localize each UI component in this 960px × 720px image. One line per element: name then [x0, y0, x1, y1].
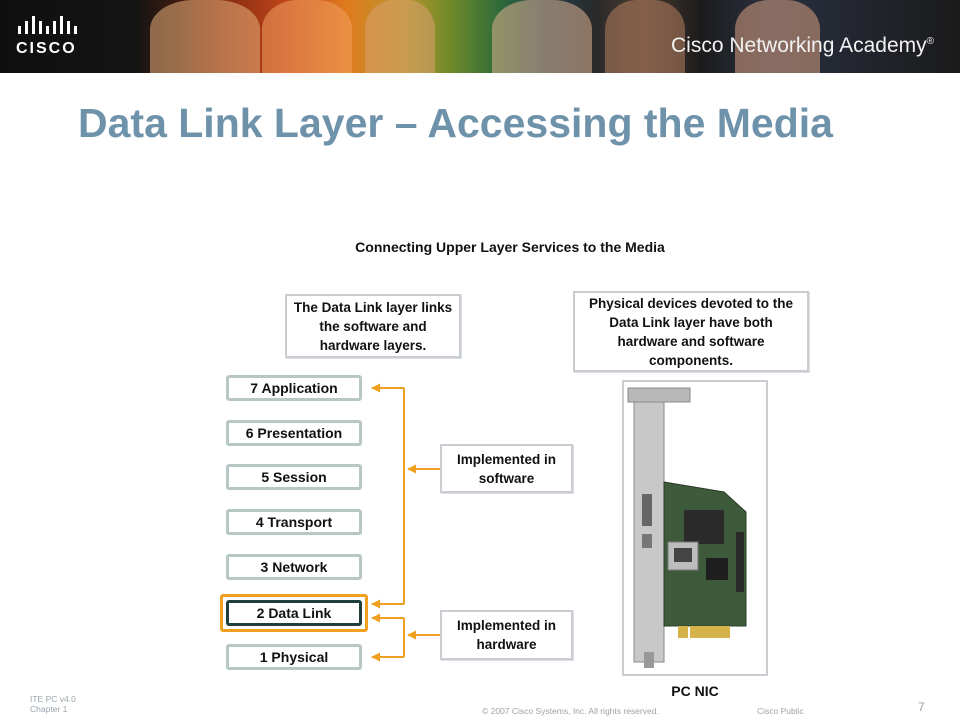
banner-photo: [262, 0, 352, 73]
footer-classification: Cisco Public: [757, 706, 804, 716]
callout-links: The Data Link layer links the software a…: [285, 294, 461, 358]
banner-photo: [605, 0, 685, 73]
footer-course: ITE PC v4.0 Chapter 1: [30, 694, 76, 714]
nic-image-frame: [622, 380, 768, 676]
layer-presentation: 6 Presentation: [226, 420, 362, 446]
cisco-bars-icon: [18, 16, 77, 34]
footer-chapter: Chapter 1: [30, 704, 68, 714]
layer-network: 3 Network: [226, 554, 362, 580]
layer-session: 5 Session: [226, 464, 362, 490]
banner-photo: [365, 0, 435, 73]
software-callout: Implemented in software: [440, 444, 573, 493]
banner-photo: [492, 0, 592, 73]
layer-physical: 1 Physical: [226, 644, 362, 670]
network-card-icon: [627, 387, 747, 668]
banner-photo: [150, 0, 260, 73]
academy-name: Cisco Networking Academy: [671, 34, 927, 57]
slide-title: Data Link Layer – Accessing the Media: [78, 100, 833, 146]
callout-devices: Physical devices devoted to the Data Lin…: [573, 291, 809, 372]
header-banner: CISCO Cisco Networking Academy®: [0, 0, 960, 73]
cisco-logo: CISCO: [16, 14, 96, 58]
hardware-callout: Implemented in hardware: [440, 610, 573, 660]
diagram-title: Connecting Upper Layer Services to the M…: [355, 239, 665, 255]
footer-course-name: ITE PC v4.0: [30, 694, 76, 704]
banner-photo: [735, 0, 820, 73]
nic-label: PC NIC: [671, 683, 719, 699]
data-link-highlight: [220, 594, 368, 632]
page-number: 7: [918, 700, 925, 714]
footer-copyright: © 2007 Cisco Systems, Inc. All rights re…: [482, 706, 659, 716]
cisco-logo-text: CISCO: [16, 40, 77, 57]
layer-data-link: 2 Data Link: [226, 600, 362, 626]
academy-title: Cisco Networking Academy®: [671, 34, 934, 58]
layer-application: 7 Application: [226, 375, 362, 401]
layer-transport: 4 Transport: [226, 509, 362, 535]
registered-mark: ®: [926, 36, 934, 47]
